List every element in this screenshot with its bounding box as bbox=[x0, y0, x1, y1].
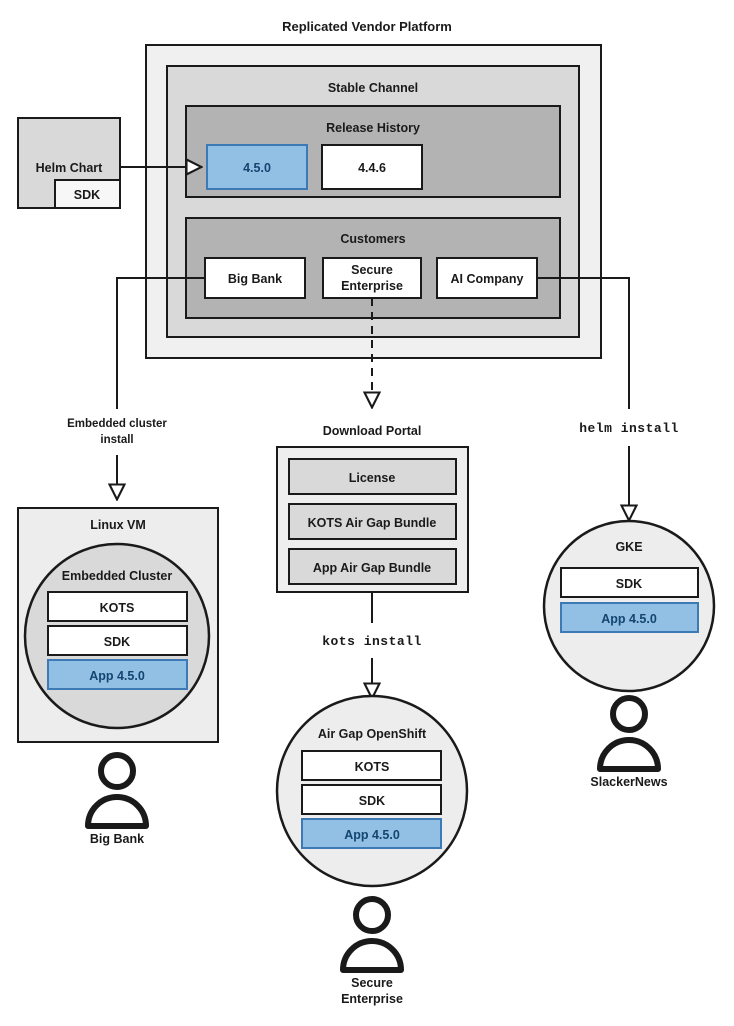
release-history-label: Release History bbox=[326, 121, 420, 135]
linux-vm-component-sdk-box[interactable] bbox=[47, 625, 188, 656]
helm-install-label: helm install bbox=[579, 421, 679, 436]
air-gap-component-app-box[interactable] bbox=[301, 818, 442, 849]
linux-vm-component-app-label: App 4.5.0 bbox=[89, 669, 145, 683]
linux-vm-component-kots-box[interactable] bbox=[47, 591, 188, 622]
air-gap-component-sdk-label: SDK bbox=[359, 794, 385, 808]
connector-big-bank-line bbox=[116, 277, 205, 409]
connector-ai-company-line bbox=[537, 277, 630, 409]
person-icon-big-bank bbox=[85, 752, 149, 829]
customer-secure-enterprise-label-line2: Enterprise bbox=[341, 279, 403, 293]
release-4-4-6-label: 4.4.6 bbox=[358, 161, 386, 175]
user-label-secure-enterprise-line2: Enterprise bbox=[341, 992, 403, 1006]
page-title: Replicated Vendor Platform bbox=[282, 19, 452, 34]
air-gap-component-sdk-box[interactable] bbox=[301, 784, 442, 815]
gke-component-app-box[interactable] bbox=[560, 602, 699, 633]
air-gap-component-kots-label: KOTS bbox=[355, 760, 390, 774]
stable-channel-label: Stable Channel bbox=[328, 81, 418, 95]
linux-vm-component-sdk-label: SDK bbox=[104, 635, 130, 649]
customer-secure-enterprise-label-line1: Secure bbox=[351, 263, 393, 277]
download-portal-item-app-bundle-label: App Air Gap Bundle bbox=[313, 561, 431, 575]
helm-chart-sdk-box bbox=[54, 179, 121, 209]
embedded-cluster-label: Embedded Cluster bbox=[62, 569, 173, 583]
kots-install-label: kots install bbox=[322, 634, 422, 649]
release-4-5-0-box[interactable] bbox=[206, 144, 308, 190]
embedded-cluster-install-label-line2: install bbox=[100, 434, 133, 446]
release-4-4-6-box[interactable] bbox=[321, 144, 423, 190]
user-label-secure-enterprise-line1: Secure bbox=[351, 976, 393, 990]
download-portal-item-app-bundle-box[interactable] bbox=[288, 548, 457, 585]
helm-chart-label: Helm Chart bbox=[36, 161, 104, 175]
download-portal-item-kots-bundle-box[interactable] bbox=[288, 503, 457, 540]
gke-label: GKE bbox=[615, 540, 642, 554]
person-icon-slackernews bbox=[597, 695, 661, 772]
person-icon-secure-enterprise bbox=[340, 896, 404, 973]
download-portal-label: Download Portal bbox=[323, 424, 422, 438]
download-portal-item-license-box[interactable] bbox=[288, 458, 457, 495]
customer-big-bank-box[interactable] bbox=[204, 257, 306, 299]
air-gap-openshift-label: Air Gap OpenShift bbox=[318, 727, 427, 741]
customer-ai-company-box[interactable] bbox=[436, 257, 538, 299]
gke-component-app-label: App 4.5.0 bbox=[601, 612, 657, 626]
gke-component-sdk-box[interactable] bbox=[560, 567, 699, 598]
release-4-5-0-label: 4.5.0 bbox=[243, 161, 271, 175]
linux-vm-component-app-box[interactable] bbox=[47, 659, 188, 690]
customers-label: Customers bbox=[340, 232, 405, 246]
customer-secure-enterprise-box[interactable] bbox=[322, 257, 422, 299]
user-label-slackernews: SlackerNews bbox=[590, 775, 667, 789]
customer-ai-company-label: AI Company bbox=[451, 272, 524, 286]
air-gap-component-app-label: App 4.5.0 bbox=[344, 828, 400, 842]
user-label-big-bank: Big Bank bbox=[90, 832, 144, 846]
download-portal-item-license-label: License bbox=[349, 471, 396, 485]
embedded-cluster-install-label-line1: Embedded cluster bbox=[67, 418, 167, 430]
customer-big-bank-label: Big Bank bbox=[228, 272, 282, 286]
gke-component-sdk-label: SDK bbox=[616, 577, 642, 591]
linux-vm-label: Linux VM bbox=[90, 518, 146, 532]
download-portal-item-kots-bundle-label: KOTS Air Gap Bundle bbox=[308, 516, 437, 530]
air-gap-component-kots-box[interactable] bbox=[301, 750, 442, 781]
helm-chart-sdk-label: SDK bbox=[74, 188, 100, 202]
linux-vm-component-kots-label: KOTS bbox=[100, 601, 135, 615]
